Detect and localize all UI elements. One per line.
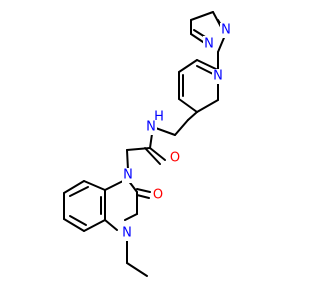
atom-n-imidazole-left: N	[221, 23, 231, 38]
benzimidazolone-ring	[63, 179, 151, 232]
atom-n-benzimidazole-top: N	[123, 168, 133, 183]
atom-o-amide: O	[170, 151, 180, 166]
atom-o-benzimidazolone: O	[153, 188, 163, 203]
atom-n-amide: N	[146, 120, 156, 135]
pyridine-ring	[178, 51, 219, 113]
atom-labels: N N N H N O N O N	[121, 23, 232, 241]
atom-n-benzimidazole-bottom: N	[122, 226, 132, 241]
linker-chain	[126, 111, 198, 171]
atom-n-imidazole-top: N	[204, 37, 214, 52]
molecule-structure: N N N H N O N O N	[63, 11, 232, 277]
ethyl-group	[126, 239, 148, 277]
atom-n-pyridine: N	[213, 69, 223, 84]
atom-h-amide: H	[154, 110, 164, 125]
